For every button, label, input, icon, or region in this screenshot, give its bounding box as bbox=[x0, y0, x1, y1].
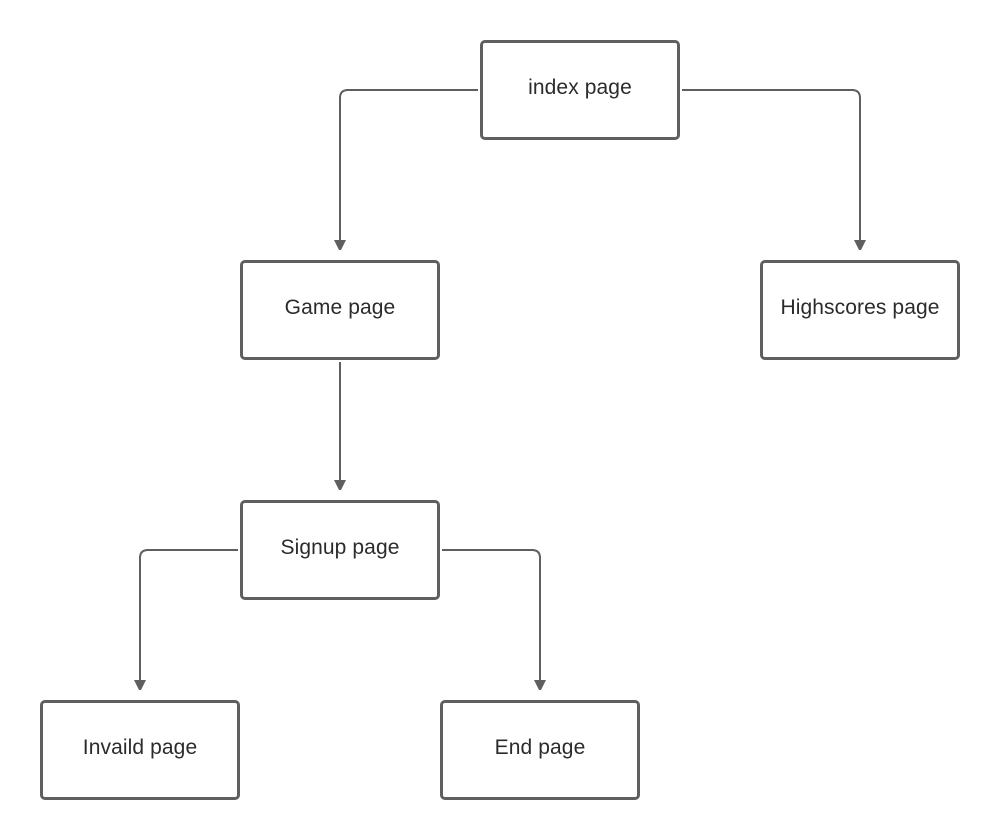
invalid-page-node: Invaild page bbox=[40, 700, 240, 800]
highscores-page-node: Highscores page bbox=[760, 260, 960, 360]
node-label: Game page bbox=[284, 296, 396, 319]
edge-index-to-highscores bbox=[682, 89, 860, 246]
index-page-node: index page bbox=[480, 40, 680, 140]
node-label: Invaild page bbox=[82, 736, 198, 759]
signup-page-node: Signup page bbox=[240, 500, 440, 600]
node-label: Highscores page bbox=[780, 296, 940, 319]
end-page-node: End page bbox=[440, 700, 640, 800]
node-label: End page bbox=[494, 736, 586, 759]
edge-signup-to-end bbox=[442, 549, 540, 686]
node-label: Signup page bbox=[280, 536, 400, 559]
node-label: index page bbox=[528, 76, 632, 99]
edge-signup-to-invalid bbox=[140, 549, 238, 686]
edge-index-to-game bbox=[340, 89, 478, 246]
game-page-node: Game page bbox=[240, 260, 440, 360]
